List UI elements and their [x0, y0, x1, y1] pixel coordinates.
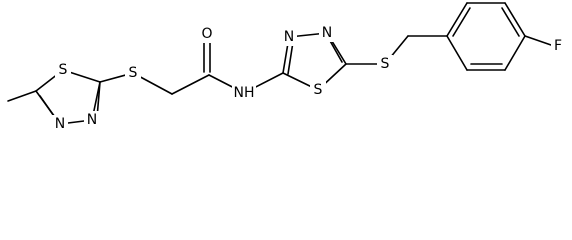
atom-label-o: O [201, 26, 212, 42]
bond-lines [7, 2, 552, 125]
atom-label-mn1: N [87, 112, 97, 128]
bond [504, 2, 526, 37]
bond [446, 2, 468, 37]
atom-label-f: F [554, 38, 562, 54]
atom-bn1: N [281, 28, 297, 46]
atom-o: O [199, 25, 215, 43]
chemical-structure: S N N S O NH N N [7, 2, 565, 133]
atom-label-sr: S [381, 56, 390, 72]
atom-sl: S [125, 64, 141, 82]
atom-label-ms1: S [59, 62, 68, 78]
atom-label-bs1: S [314, 82, 323, 98]
atom-nh: NH [232, 84, 256, 102]
bond [504, 35, 526, 71]
bond [171, 74, 210, 95]
atom-label-nh: NH [234, 85, 255, 101]
atom-sr: S [377, 55, 393, 73]
atom-f: F [551, 37, 565, 55]
bond [446, 35, 468, 71]
atom-label-bn1: N [284, 29, 294, 45]
bond [328, 38, 343, 63]
atom-bs1: S [310, 81, 326, 99]
atom-bn2: N [319, 24, 335, 42]
atom-label-bn2: N [322, 25, 332, 41]
bond [7, 90, 37, 102]
atom-label-sl: S [129, 65, 138, 81]
bond [452, 7, 471, 37]
atom-ms1: S [55, 61, 71, 79]
bond [501, 7, 520, 37]
bond [287, 41, 294, 75]
bond [524, 35, 552, 46]
atom-labels: S N N S O NH N N [52, 24, 565, 133]
atom-label-mn2: N [55, 116, 65, 132]
atom-mn2: N [52, 115, 68, 133]
atom-mn1: N [84, 111, 100, 129]
